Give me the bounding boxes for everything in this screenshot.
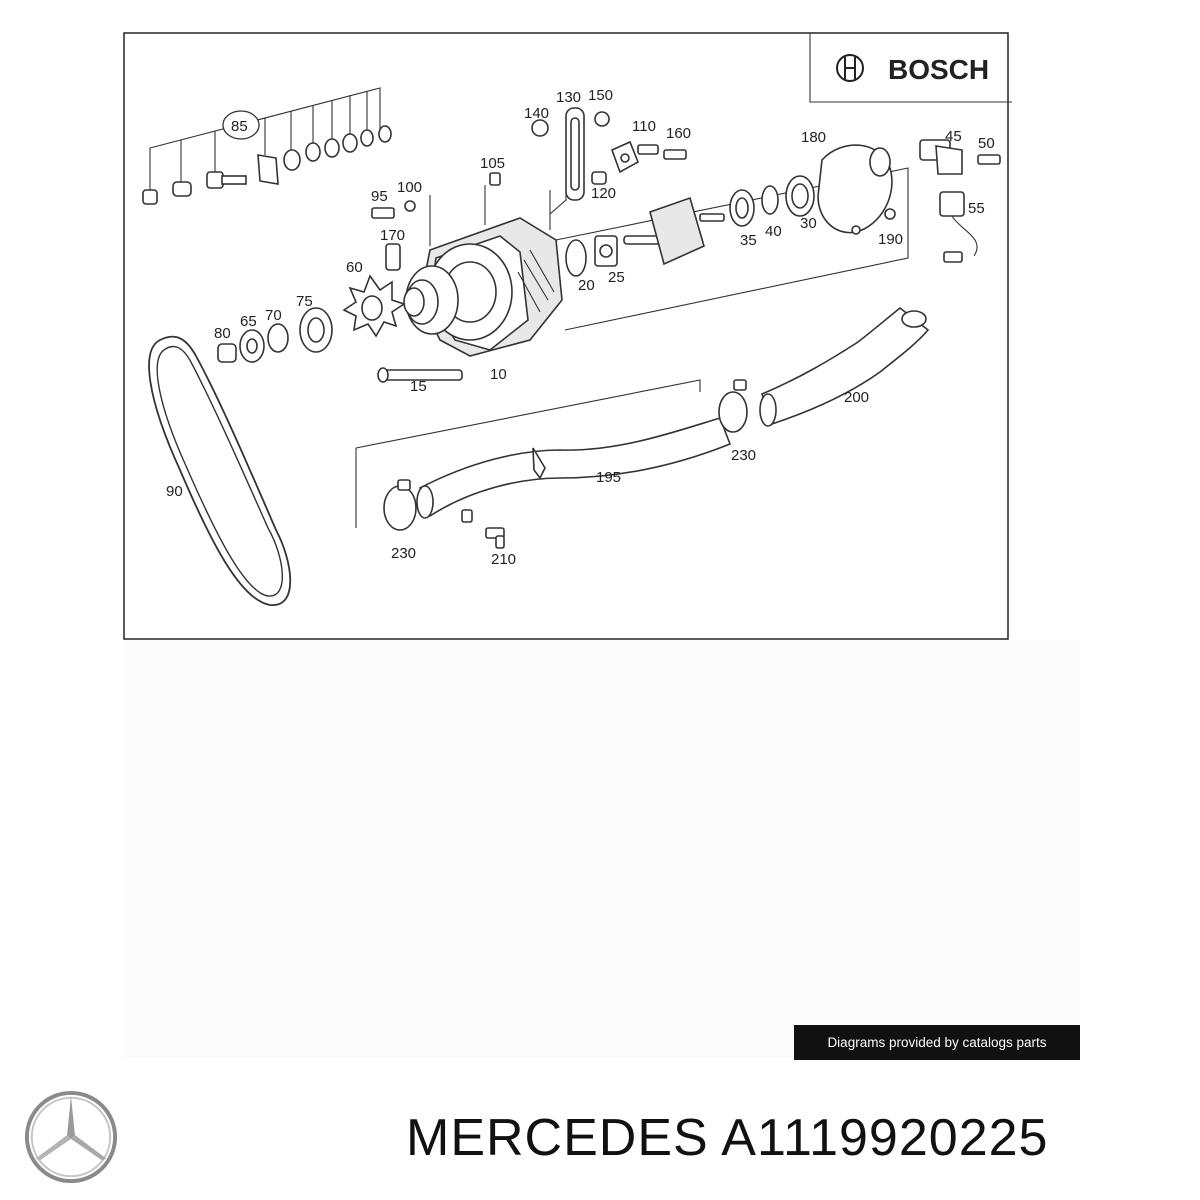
callout-100: 100 <box>397 179 422 196</box>
callout-95: 95 <box>371 188 388 205</box>
bosch-armature-icon <box>836 54 864 82</box>
callout-160: 160 <box>666 125 691 142</box>
hardware-group-85 <box>142 87 392 205</box>
rotor-bearing-parts <box>555 144 909 331</box>
callout-35: 35 <box>740 232 757 249</box>
fan-pulley-parts <box>217 274 406 363</box>
bosch-logo-text: BOSCH <box>888 54 989 85</box>
callout-40: 40 <box>765 223 782 240</box>
callout-50: 50 <box>978 135 995 152</box>
callout-65: 65 <box>240 313 257 330</box>
callout-130: 130 <box>556 89 581 106</box>
callout-140: 140 <box>524 105 549 122</box>
callout-90: 90 <box>166 483 183 500</box>
diagram-credit-badge: Diagrams provided by catalogs parts <box>794 1025 1080 1060</box>
callout-195: 195 <box>596 469 621 486</box>
callout-85: 85 <box>231 118 248 135</box>
mounting-bracket-parts <box>489 107 687 215</box>
callout-190: 190 <box>878 231 903 248</box>
callout-110: 110 <box>632 118 656 135</box>
mercedes-star-icon <box>24 1090 118 1184</box>
callout-80: 80 <box>214 325 231 342</box>
callout-180: 180 <box>801 129 826 146</box>
coolant-hoses <box>355 306 930 549</box>
callout-45: 45 <box>945 128 962 145</box>
callout-170: 170 <box>380 227 405 244</box>
callout-150: 150 <box>588 87 613 104</box>
bosch-brand-box: BOSCH <box>809 33 1012 103</box>
callout-105: 105 <box>480 155 505 172</box>
callout-75: 75 <box>296 293 313 310</box>
callout-120: 120 <box>591 185 616 202</box>
callout-200: 200 <box>844 389 869 406</box>
callout-25: 25 <box>608 269 625 286</box>
voltage-regulator <box>919 139 1001 263</box>
callout-230-upper: 230 <box>731 447 756 464</box>
callout-20: 20 <box>578 277 595 294</box>
drive-belt <box>148 335 292 606</box>
callout-30: 30 <box>800 215 817 232</box>
part-title: MERCEDES A1119920225 <box>406 1109 1049 1167</box>
callout-10: 10 <box>490 366 507 383</box>
alternator-housing <box>371 185 563 383</box>
callout-230-lower: 230 <box>391 545 416 562</box>
callout-70: 70 <box>265 307 282 324</box>
callout-labels: 85 140 130 150 110 160 120 105 95 100 17… <box>166 87 995 568</box>
diagram-background <box>124 640 1080 1058</box>
callout-60: 60 <box>346 259 363 276</box>
callout-55: 55 <box>968 200 985 217</box>
callout-210: 210 <box>491 551 516 568</box>
callout-15: 15 <box>410 378 427 395</box>
